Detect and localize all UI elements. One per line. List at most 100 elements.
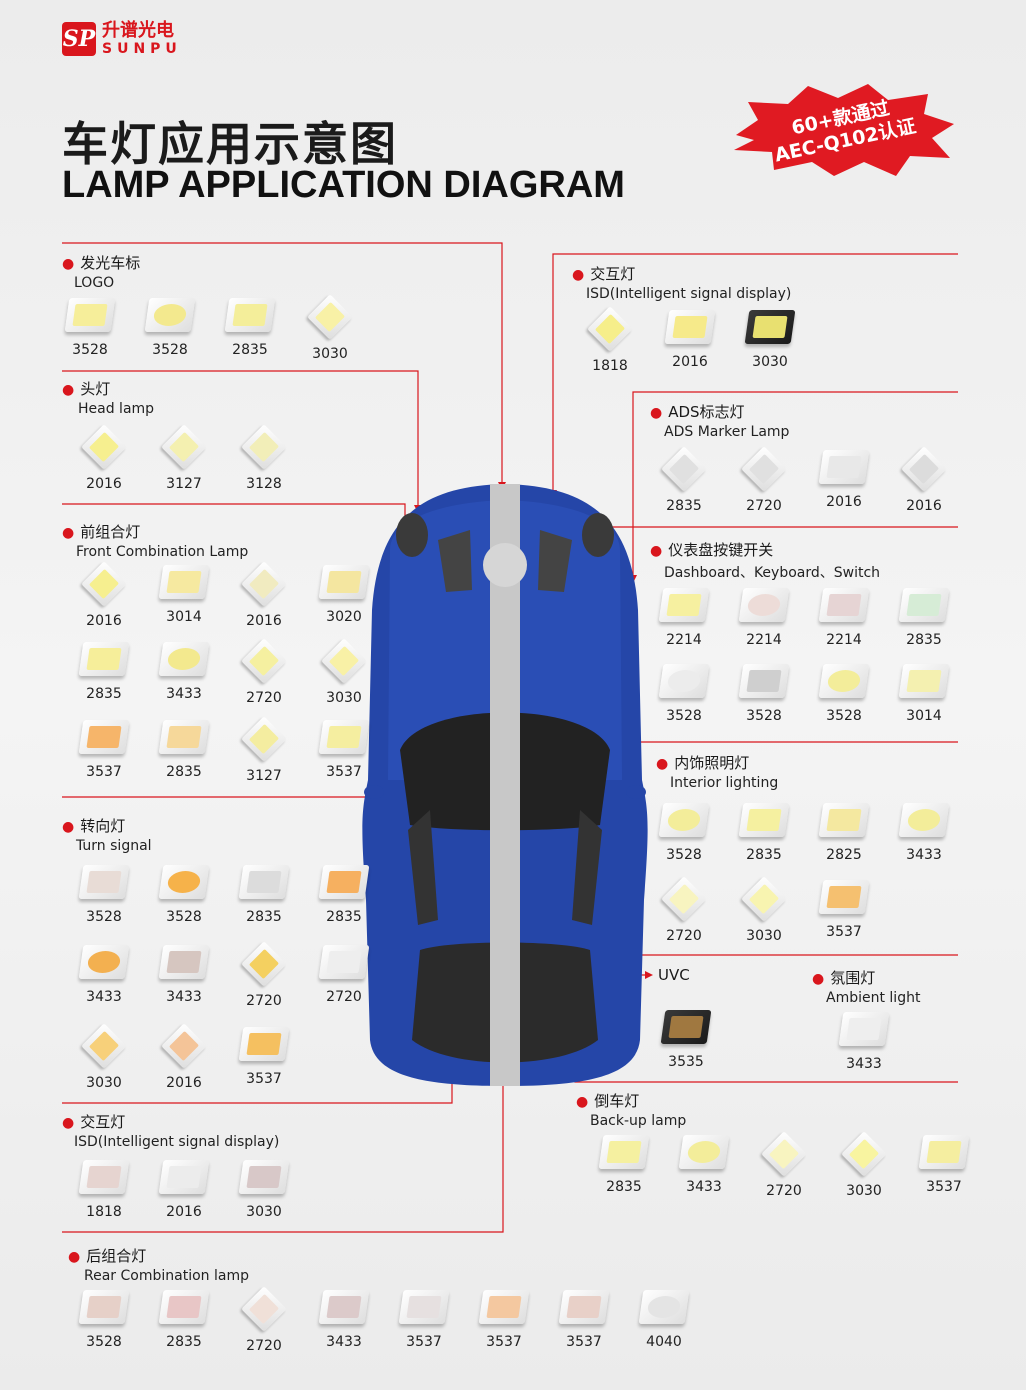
- led-chip-icon: [64, 298, 116, 332]
- led-package: 2016: [884, 446, 964, 514]
- section-rear-title: 后组合灯: [86, 1247, 147, 1265]
- section-ads-subtitle: ADS Marker Lamp: [664, 424, 790, 440]
- led-row-ambient: 3433: [824, 1012, 904, 1072]
- led-chip-icon: [818, 803, 870, 837]
- led-chip-icon: [661, 446, 707, 492]
- led-package: 3537: [304, 720, 384, 784]
- led-chip-icon: [658, 664, 710, 698]
- led-package: 2835: [144, 720, 224, 784]
- led-code: 3537: [926, 1179, 962, 1195]
- led-code: 2016: [826, 494, 862, 510]
- bullet-icon: ●: [650, 543, 663, 559]
- led-code: 1818: [86, 1204, 122, 1220]
- led-package: 3537: [224, 1027, 304, 1091]
- led-package: 4040: [624, 1290, 704, 1354]
- led-code: 3528: [86, 1334, 122, 1350]
- led-code: 2720: [246, 993, 282, 1009]
- led-package: 3537: [464, 1290, 544, 1354]
- led-package: 3528: [50, 298, 130, 362]
- led-package: 3528: [644, 803, 724, 863]
- section-isd-right-subtitle: ISD(Intelligent signal display): [586, 286, 792, 302]
- section-dash-title: 仪表盘按键开关: [668, 541, 774, 559]
- led-chip-icon: [238, 1027, 290, 1061]
- led-package: 3535: [646, 1010, 726, 1070]
- bullet-icon: ●: [572, 267, 585, 283]
- led-package: 3014: [144, 565, 224, 629]
- led-code: 2835: [746, 847, 782, 863]
- led-package: 2835: [644, 446, 724, 514]
- led-code: 3433: [166, 686, 202, 702]
- led-chip-icon: [818, 588, 870, 622]
- led-chip-icon: [78, 1290, 130, 1324]
- led-chip-icon: [241, 561, 287, 607]
- section-rear-combination: ●后组合灯 Rear Combination lamp: [68, 1245, 249, 1284]
- section-turn-signal: ●转向灯 Turn signal: [62, 815, 152, 854]
- led-chip-icon: [241, 941, 287, 987]
- led-package: 3030: [724, 876, 804, 944]
- led-chip-icon: [818, 450, 870, 484]
- led-code: 2016: [906, 498, 942, 514]
- led-code: 3537: [86, 764, 122, 780]
- section-ads-marker: ●ADS标志灯 ADS Marker Lamp: [650, 401, 789, 440]
- section-front-subtitle: Front Combination Lamp: [76, 544, 249, 560]
- led-code: 3537: [326, 764, 362, 780]
- led-code: 3030: [326, 690, 362, 706]
- brand-mark-icon: SP: [62, 22, 96, 56]
- led-package: 3030: [304, 638, 384, 706]
- led-package: 3528: [644, 664, 724, 724]
- led-code: 2720: [746, 498, 782, 514]
- led-package: 2016: [804, 450, 884, 514]
- led-chip-icon: [744, 310, 796, 344]
- led-package: 3528: [144, 865, 224, 925]
- section-ambient-subtitle: Ambient light: [826, 990, 921, 1006]
- led-code: 3433: [326, 1334, 362, 1350]
- led-chip-icon: [78, 720, 130, 754]
- led-package: 2720: [744, 1131, 824, 1199]
- led-package: 2016: [224, 561, 304, 629]
- led-chip-icon: [898, 664, 950, 698]
- section-turn-subtitle: Turn signal: [76, 838, 152, 854]
- led-code: 3433: [686, 1179, 722, 1195]
- section-backup-title: 倒车灯: [594, 1092, 640, 1110]
- led-chip-icon: [158, 945, 210, 979]
- led-package: 1818: [64, 1160, 144, 1220]
- section-head-subtitle: Head lamp: [78, 401, 155, 417]
- led-chip-icon: [901, 446, 947, 492]
- led-code: 3535: [668, 1054, 704, 1070]
- led-code: 2835: [86, 686, 122, 702]
- led-code: 3433: [906, 847, 942, 863]
- led-chip-icon: [478, 1290, 530, 1324]
- led-package: 3433: [144, 945, 224, 1009]
- brand-name-cn: 升谱光电: [102, 20, 174, 41]
- led-code: 3528: [746, 708, 782, 724]
- led-chip-icon: [78, 642, 130, 676]
- led-code: 1818: [592, 358, 628, 374]
- section-backup: ●倒车灯 Back-up lamp: [576, 1090, 686, 1129]
- led-package: 3030: [224, 1160, 304, 1220]
- page-title-en: LAMP APPLICATION DIAGRAM: [62, 164, 625, 206]
- led-chip-icon: [318, 720, 370, 754]
- led-code: 3030: [752, 354, 788, 370]
- section-dashboard: ●仪表盘按键开关 Dashboard、Keyboard、Switch: [650, 539, 880, 582]
- led-code: 2720: [246, 1338, 282, 1354]
- led-package: 3537: [544, 1290, 624, 1354]
- section-head-lamp: ●头灯 Head lamp: [62, 378, 154, 417]
- bullet-icon: ●: [656, 756, 669, 772]
- bullet-icon: ●: [68, 1249, 81, 1265]
- led-package: 3127: [144, 424, 224, 492]
- led-code: 3127: [166, 476, 202, 492]
- led-package: 2720: [724, 446, 804, 514]
- led-chip-icon: [398, 1290, 450, 1324]
- led-chip-icon: [81, 1023, 127, 1069]
- brand-name-en: SUNPU: [102, 41, 182, 57]
- section-interior-title: 内饰照明灯: [674, 754, 750, 772]
- led-chip-icon: [78, 945, 130, 979]
- led-code: 3030: [312, 346, 348, 362]
